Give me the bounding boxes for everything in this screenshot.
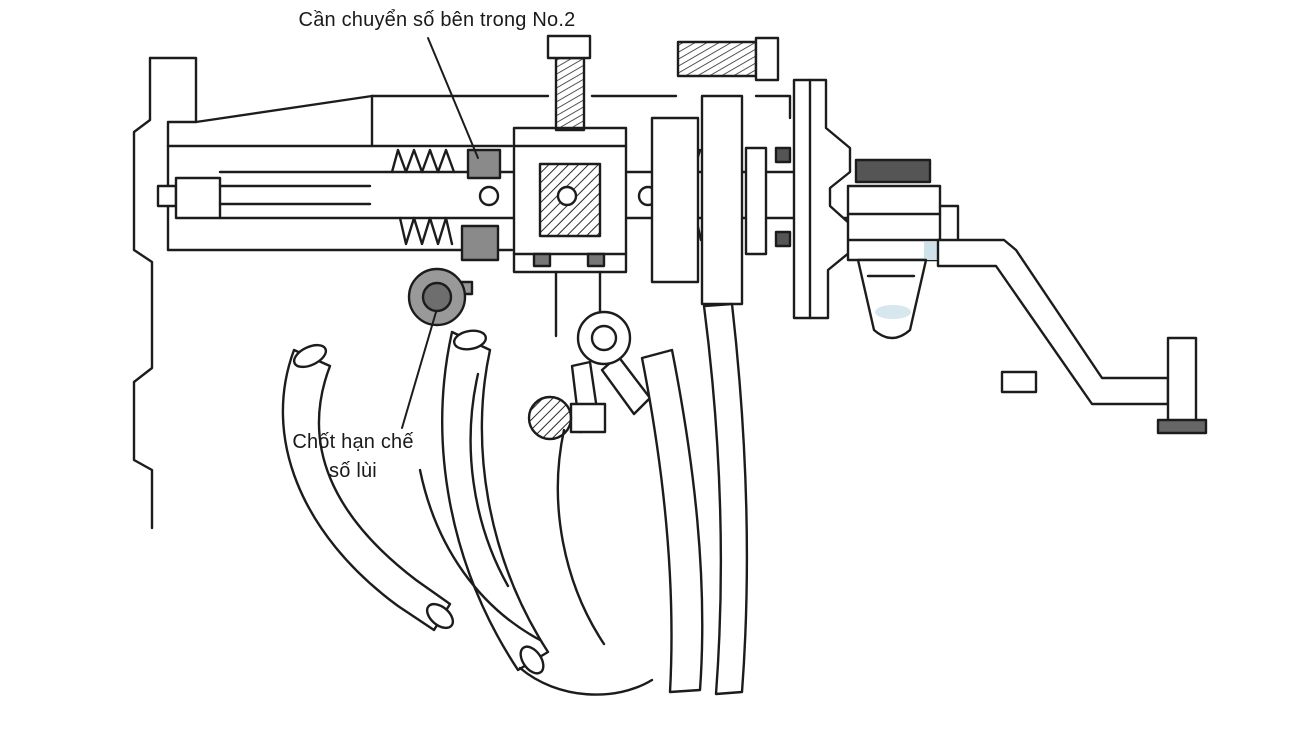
label-reverse-restrict-pin-line1: Chốt hạn chế [292,431,414,453]
adjust-screw [527,395,607,441]
lever-end-pin [1156,336,1208,435]
top-bolt [546,34,592,132]
inner-shift-lever-no2-part [460,148,502,262]
housing-left-wall [132,56,514,530]
leader-lines [401,37,479,429]
shift-shaft [156,170,850,220]
coil-spring-left-bottom [398,216,454,246]
leader-line-inner-shift-lever [427,37,479,159]
cone-tappet [856,258,928,340]
housing-top-cover [370,94,792,120]
bearing-block [846,158,942,262]
coil-spring-left-top [390,148,456,174]
label-reverse-restrict-pin: Chốt hạn chế số lùi [253,428,453,486]
fork-inner-curves [418,372,654,696]
shift-fork-right [640,348,704,694]
leader-line-reverse-restrict-pin [401,311,437,429]
shift-fork-middle [441,329,550,675]
grooved-pulley [792,78,852,320]
reverse-restrict-pin-part [407,267,474,327]
label-inner-shift-lever: Cần chuyển số bên trong No.2 [298,9,576,31]
label-reverse-restrict-pin-line2: số lùi [329,460,377,482]
shift-fork-left [281,343,455,632]
top-right-bolt [676,36,780,82]
fork-rail-right [702,302,749,696]
shaft-detent-holes [478,185,659,207]
right-plate-stack [650,94,792,306]
right-lever-arm [936,204,1170,406]
